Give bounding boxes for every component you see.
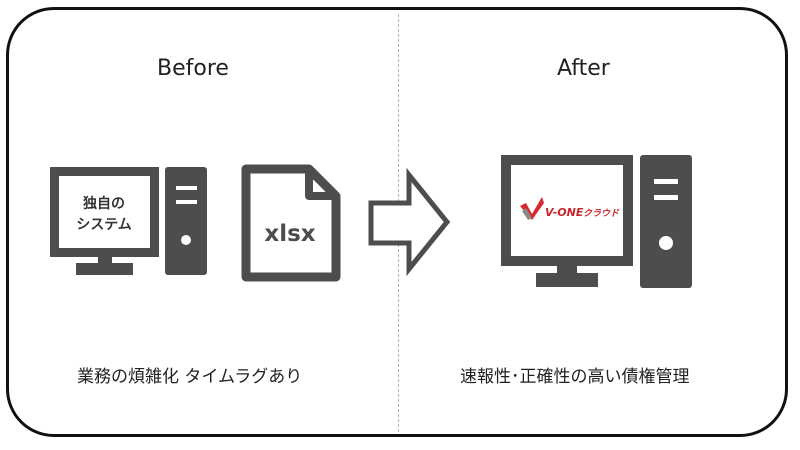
brand-suffix: クラウド <box>583 208 620 219</box>
v-one-cloud-logo: V-ONE クラウド <box>520 197 620 220</box>
after-computer-monitor-icon <box>501 155 633 287</box>
outer-rounded-frame <box>6 7 788 437</box>
monitor-text-line1: 独自の <box>83 195 125 212</box>
before-pc-tower-icon <box>165 167 207 275</box>
right-arrow-icon <box>368 167 451 277</box>
file-label: xlsx <box>264 221 315 247</box>
before-computer-monitor-icon: 独自の システム <box>50 167 159 275</box>
after-pc-tower-icon <box>640 155 692 288</box>
after-heading: After <box>557 56 610 81</box>
before-heading: Before <box>157 56 229 81</box>
before-caption: 業務の煩雑化 タイムラグあり <box>77 367 303 387</box>
document-file-icon: xlsx <box>241 164 341 282</box>
brand-name: V-ONE <box>545 206 584 219</box>
monitor-text-line2: システム <box>76 217 132 233</box>
after-caption: 速報性･正確性の高い債権管理 <box>460 367 690 387</box>
